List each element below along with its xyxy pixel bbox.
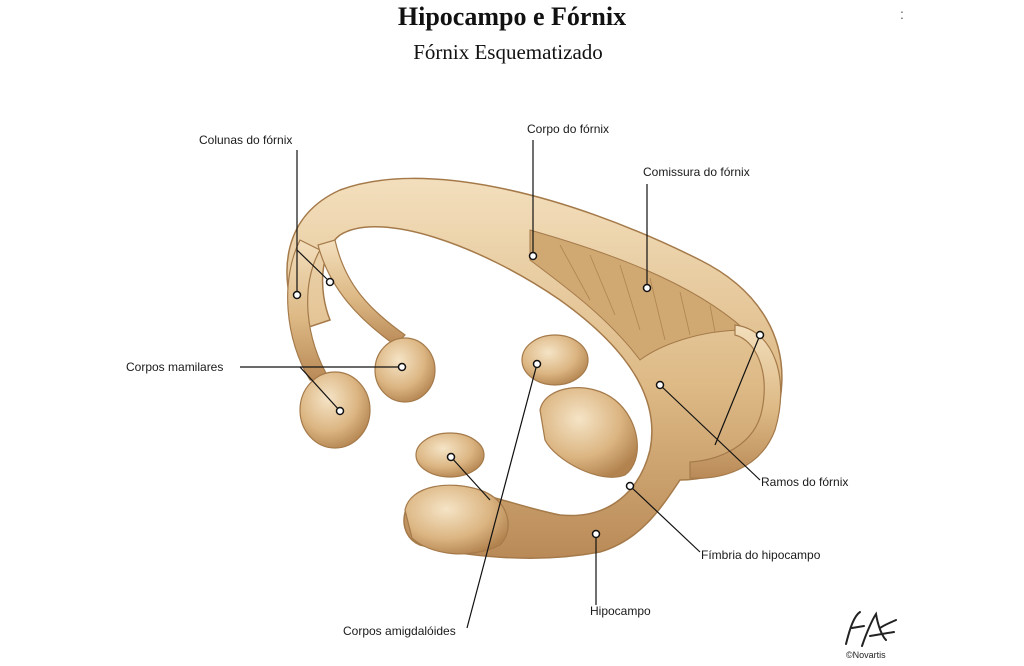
label-hipocampo: Hipocampo	[590, 604, 651, 618]
label-colunas-do-fornix: Colunas do fórnix	[199, 133, 293, 147]
label-corpo-do-fornix: Corpo do fórnix	[527, 122, 610, 136]
commissure-fibers	[529, 229, 747, 361]
netter-signature-icon	[845, 611, 897, 647]
label-corpos-amigdaloides: Corpos amigdalóides	[343, 624, 456, 638]
page-title: Hipocampo e Fórnix	[397, 2, 627, 31]
fornix-crus	[689, 324, 782, 479]
fornix-column-right	[317, 239, 406, 346]
mamillary-body-left	[299, 371, 371, 449]
copyright-caption: ©Novartis	[846, 650, 886, 660]
pointer-dots	[292, 251, 765, 539]
corner-mark: :	[900, 6, 904, 22]
leader-lines	[240, 140, 761, 629]
hippocampus-head-right	[539, 387, 638, 478]
label-ramos-do-fornix: Ramos do fórnix	[761, 475, 849, 489]
hippocampus-head-left	[404, 484, 509, 555]
label-comissura-do-fornix: Comissura do fórnix	[643, 165, 750, 179]
page-subtitle: Fórnix Esquematizado	[413, 40, 603, 64]
label-fimbria-do-hipocampo: Fímbria do hipocampo	[701, 548, 821, 562]
label-corpos-mamilares: Corpos mamilares	[126, 360, 224, 374]
amygdaloid-body-upper	[521, 334, 589, 386]
